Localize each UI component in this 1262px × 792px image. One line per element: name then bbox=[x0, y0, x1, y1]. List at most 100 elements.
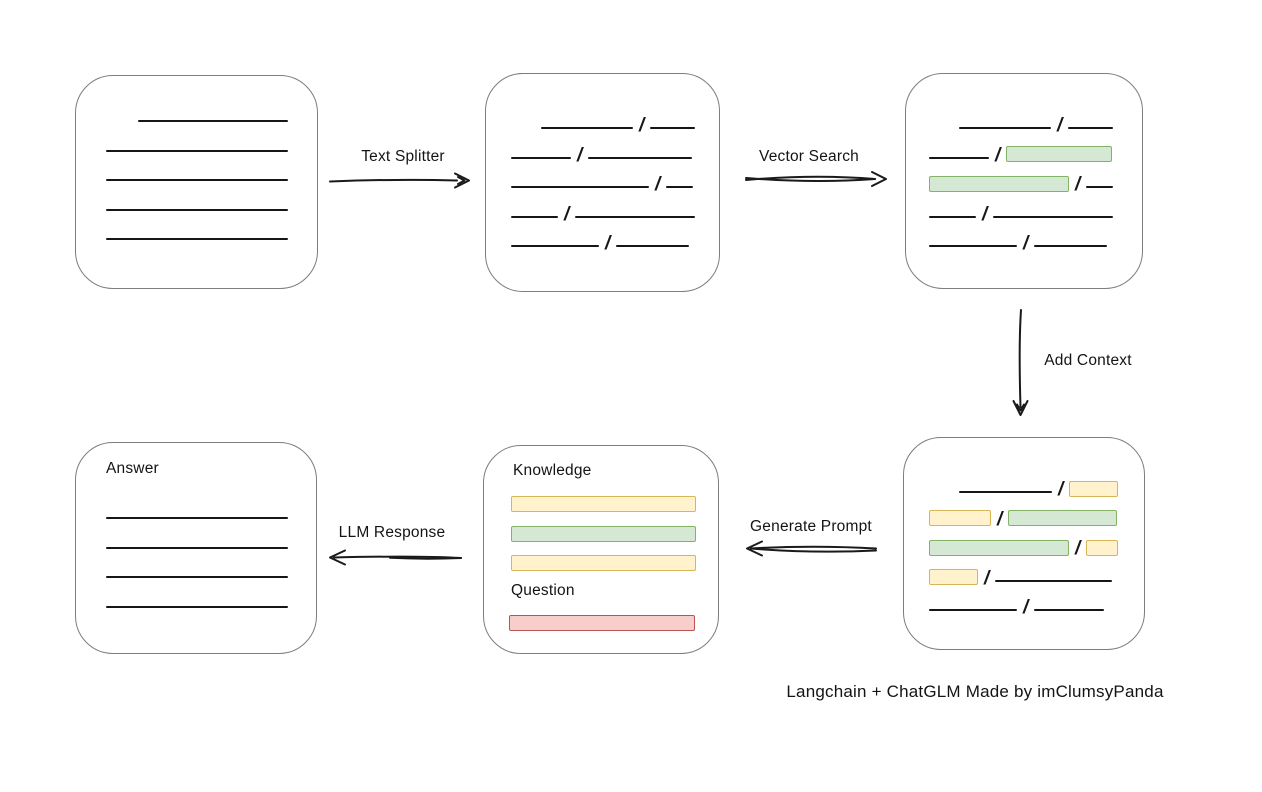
chunk-row bbox=[511, 538, 696, 571]
text-line bbox=[106, 208, 288, 211]
knowledge-heading: Knowledge bbox=[513, 462, 592, 479]
chunk-row bbox=[106, 152, 288, 181]
text-line bbox=[616, 245, 690, 247]
split-chunks-box: ///// bbox=[485, 73, 720, 292]
chunk-row: / bbox=[511, 188, 696, 224]
add-context-arrow bbox=[1008, 308, 1034, 420]
slash-separator: / bbox=[984, 567, 990, 589]
green-chunk-bar bbox=[1008, 510, 1118, 526]
text-line bbox=[106, 179, 288, 181]
chunk-row bbox=[106, 122, 288, 152]
chunk-row bbox=[509, 598, 695, 631]
chunk-row: / bbox=[929, 464, 1119, 500]
chunk-row: / bbox=[929, 582, 1118, 618]
slash-separator: / bbox=[995, 144, 1001, 166]
source-document-lines bbox=[106, 93, 288, 240]
question-bar bbox=[509, 598, 695, 631]
chunk-row bbox=[106, 578, 288, 608]
text-line bbox=[1034, 609, 1105, 611]
text-line bbox=[650, 127, 696, 129]
slash-separator: / bbox=[564, 203, 570, 225]
slash-separator: / bbox=[655, 174, 661, 195]
slash-separator: / bbox=[639, 115, 645, 136]
chunk-row: / bbox=[511, 100, 696, 136]
answer-lines bbox=[106, 490, 288, 608]
chunk-row: / bbox=[511, 129, 695, 165]
vector-search-arrow bbox=[744, 167, 890, 193]
slash-separator: / bbox=[1075, 174, 1081, 195]
text-line bbox=[106, 605, 288, 608]
chunk-row: / bbox=[929, 493, 1118, 529]
green-chunk-bar bbox=[1006, 146, 1113, 162]
slash-separator: / bbox=[1057, 115, 1063, 136]
text-line bbox=[575, 215, 696, 218]
text-line bbox=[666, 186, 694, 188]
text-line bbox=[929, 215, 976, 218]
text-line bbox=[959, 491, 1052, 493]
text-line bbox=[929, 156, 989, 159]
chunk-row: / bbox=[929, 552, 1118, 588]
context-chunks-box: / / / / / bbox=[903, 437, 1145, 650]
slash-separator: / bbox=[1075, 538, 1081, 559]
text-line bbox=[511, 186, 649, 188]
chunk-row bbox=[511, 509, 696, 542]
matched-chunks-box: / / / / / bbox=[905, 73, 1143, 289]
text-line bbox=[995, 579, 1113, 582]
text-line bbox=[138, 120, 288, 122]
chunk-row: / bbox=[929, 100, 1114, 136]
answer-box: Answer bbox=[75, 442, 317, 654]
answer-heading: Answer bbox=[106, 460, 159, 477]
chunk-row bbox=[106, 181, 288, 211]
slash-separator: / bbox=[982, 203, 988, 225]
text-line bbox=[1068, 127, 1114, 129]
yellow-chunk-bar bbox=[929, 569, 978, 585]
slash-separator: / bbox=[1058, 479, 1064, 500]
chunk-row bbox=[106, 211, 288, 240]
text-line bbox=[511, 156, 571, 159]
yellow-chunk-bar bbox=[929, 510, 991, 526]
text-splitter-arrow bbox=[328, 168, 473, 194]
text-line bbox=[588, 156, 693, 159]
green-chunk-bar bbox=[929, 539, 1069, 556]
chunk-row: / bbox=[929, 188, 1114, 224]
text-line bbox=[511, 215, 558, 218]
text-line bbox=[106, 576, 288, 578]
red-chunk-bar bbox=[509, 615, 695, 631]
chunk-row: / bbox=[511, 159, 695, 195]
yellow-chunk-bar bbox=[1086, 539, 1119, 556]
chunk-row bbox=[106, 93, 288, 122]
text-splitter-label: Text Splitter bbox=[361, 148, 445, 165]
slash-separator: / bbox=[1023, 233, 1029, 254]
green-chunk-bar bbox=[929, 175, 1069, 192]
context-chunks-rows: / / / / / bbox=[929, 464, 1119, 618]
slash-separator: / bbox=[1023, 597, 1029, 618]
text-line bbox=[929, 609, 1017, 611]
text-line bbox=[929, 245, 1017, 247]
prompt-box: Knowledge Question bbox=[483, 445, 719, 654]
yellow-chunk-bar bbox=[1069, 480, 1119, 497]
llm-response-label: LLM Response bbox=[338, 524, 446, 541]
text-line bbox=[106, 238, 288, 240]
slash-separator: / bbox=[577, 144, 583, 166]
green-chunk-bar bbox=[511, 525, 696, 542]
text-line bbox=[511, 245, 599, 247]
add-context-label: Add Context bbox=[1044, 352, 1132, 369]
chunk-row bbox=[106, 490, 288, 519]
chunk-row: / bbox=[929, 523, 1119, 559]
matched-chunks-rows: / / / / / bbox=[929, 100, 1114, 254]
knowledge-bars bbox=[511, 479, 696, 571]
text-line bbox=[1086, 186, 1114, 188]
yellow-chunk-bar bbox=[511, 555, 696, 571]
chunk-row: / bbox=[929, 129, 1113, 165]
chunk-row: / bbox=[929, 159, 1114, 195]
yellow-chunk-bar bbox=[511, 496, 696, 512]
chunk-row bbox=[106, 549, 288, 578]
text-line bbox=[959, 127, 1051, 129]
text-line bbox=[106, 546, 288, 549]
chunk-row bbox=[511, 479, 696, 512]
text-line bbox=[541, 127, 633, 129]
chunk-row: / bbox=[511, 218, 695, 253]
generate-prompt-label: Generate Prompt bbox=[750, 518, 872, 535]
slash-separator: / bbox=[997, 508, 1003, 530]
chunk-row bbox=[106, 519, 288, 549]
